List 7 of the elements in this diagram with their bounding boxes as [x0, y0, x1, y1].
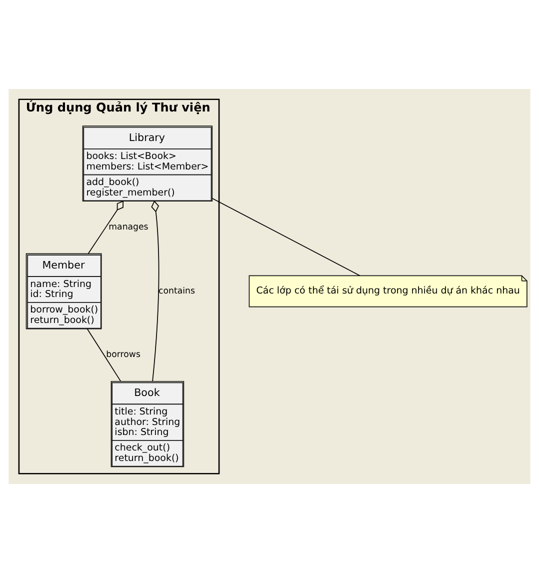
connector [86, 328, 122, 382]
edge-label: manages [108, 222, 148, 232]
connector [88, 200, 124, 254]
edge-label: contains [158, 286, 196, 296]
edge-label: borrows [106, 350, 140, 360]
connector [151, 200, 160, 382]
connector [212, 197, 360, 276]
